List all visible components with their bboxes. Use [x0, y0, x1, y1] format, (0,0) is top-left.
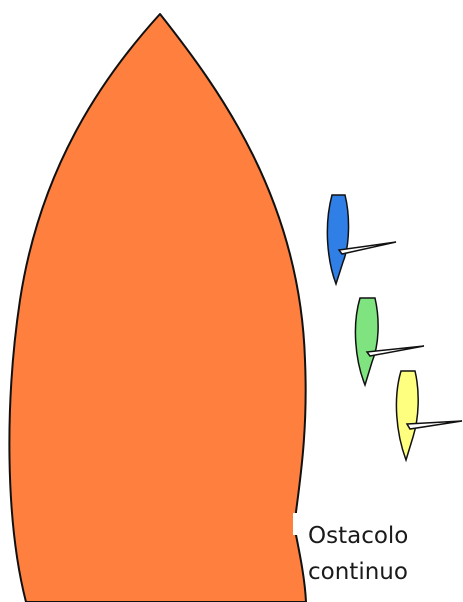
obstacle-shape	[9, 14, 306, 602]
yellow-boat-hull	[396, 371, 418, 460]
caption-line-2: continuo	[308, 554, 408, 590]
blue-boat	[327, 195, 396, 284]
blue-boat-hull	[327, 195, 348, 284]
obstacle-gap	[293, 513, 299, 535]
yellow-boat	[396, 371, 462, 460]
caption-line-1: Ostacolo	[308, 518, 408, 554]
green-boat-hull	[355, 298, 378, 385]
obstacle-caption: Ostacolo continuo	[308, 518, 408, 590]
